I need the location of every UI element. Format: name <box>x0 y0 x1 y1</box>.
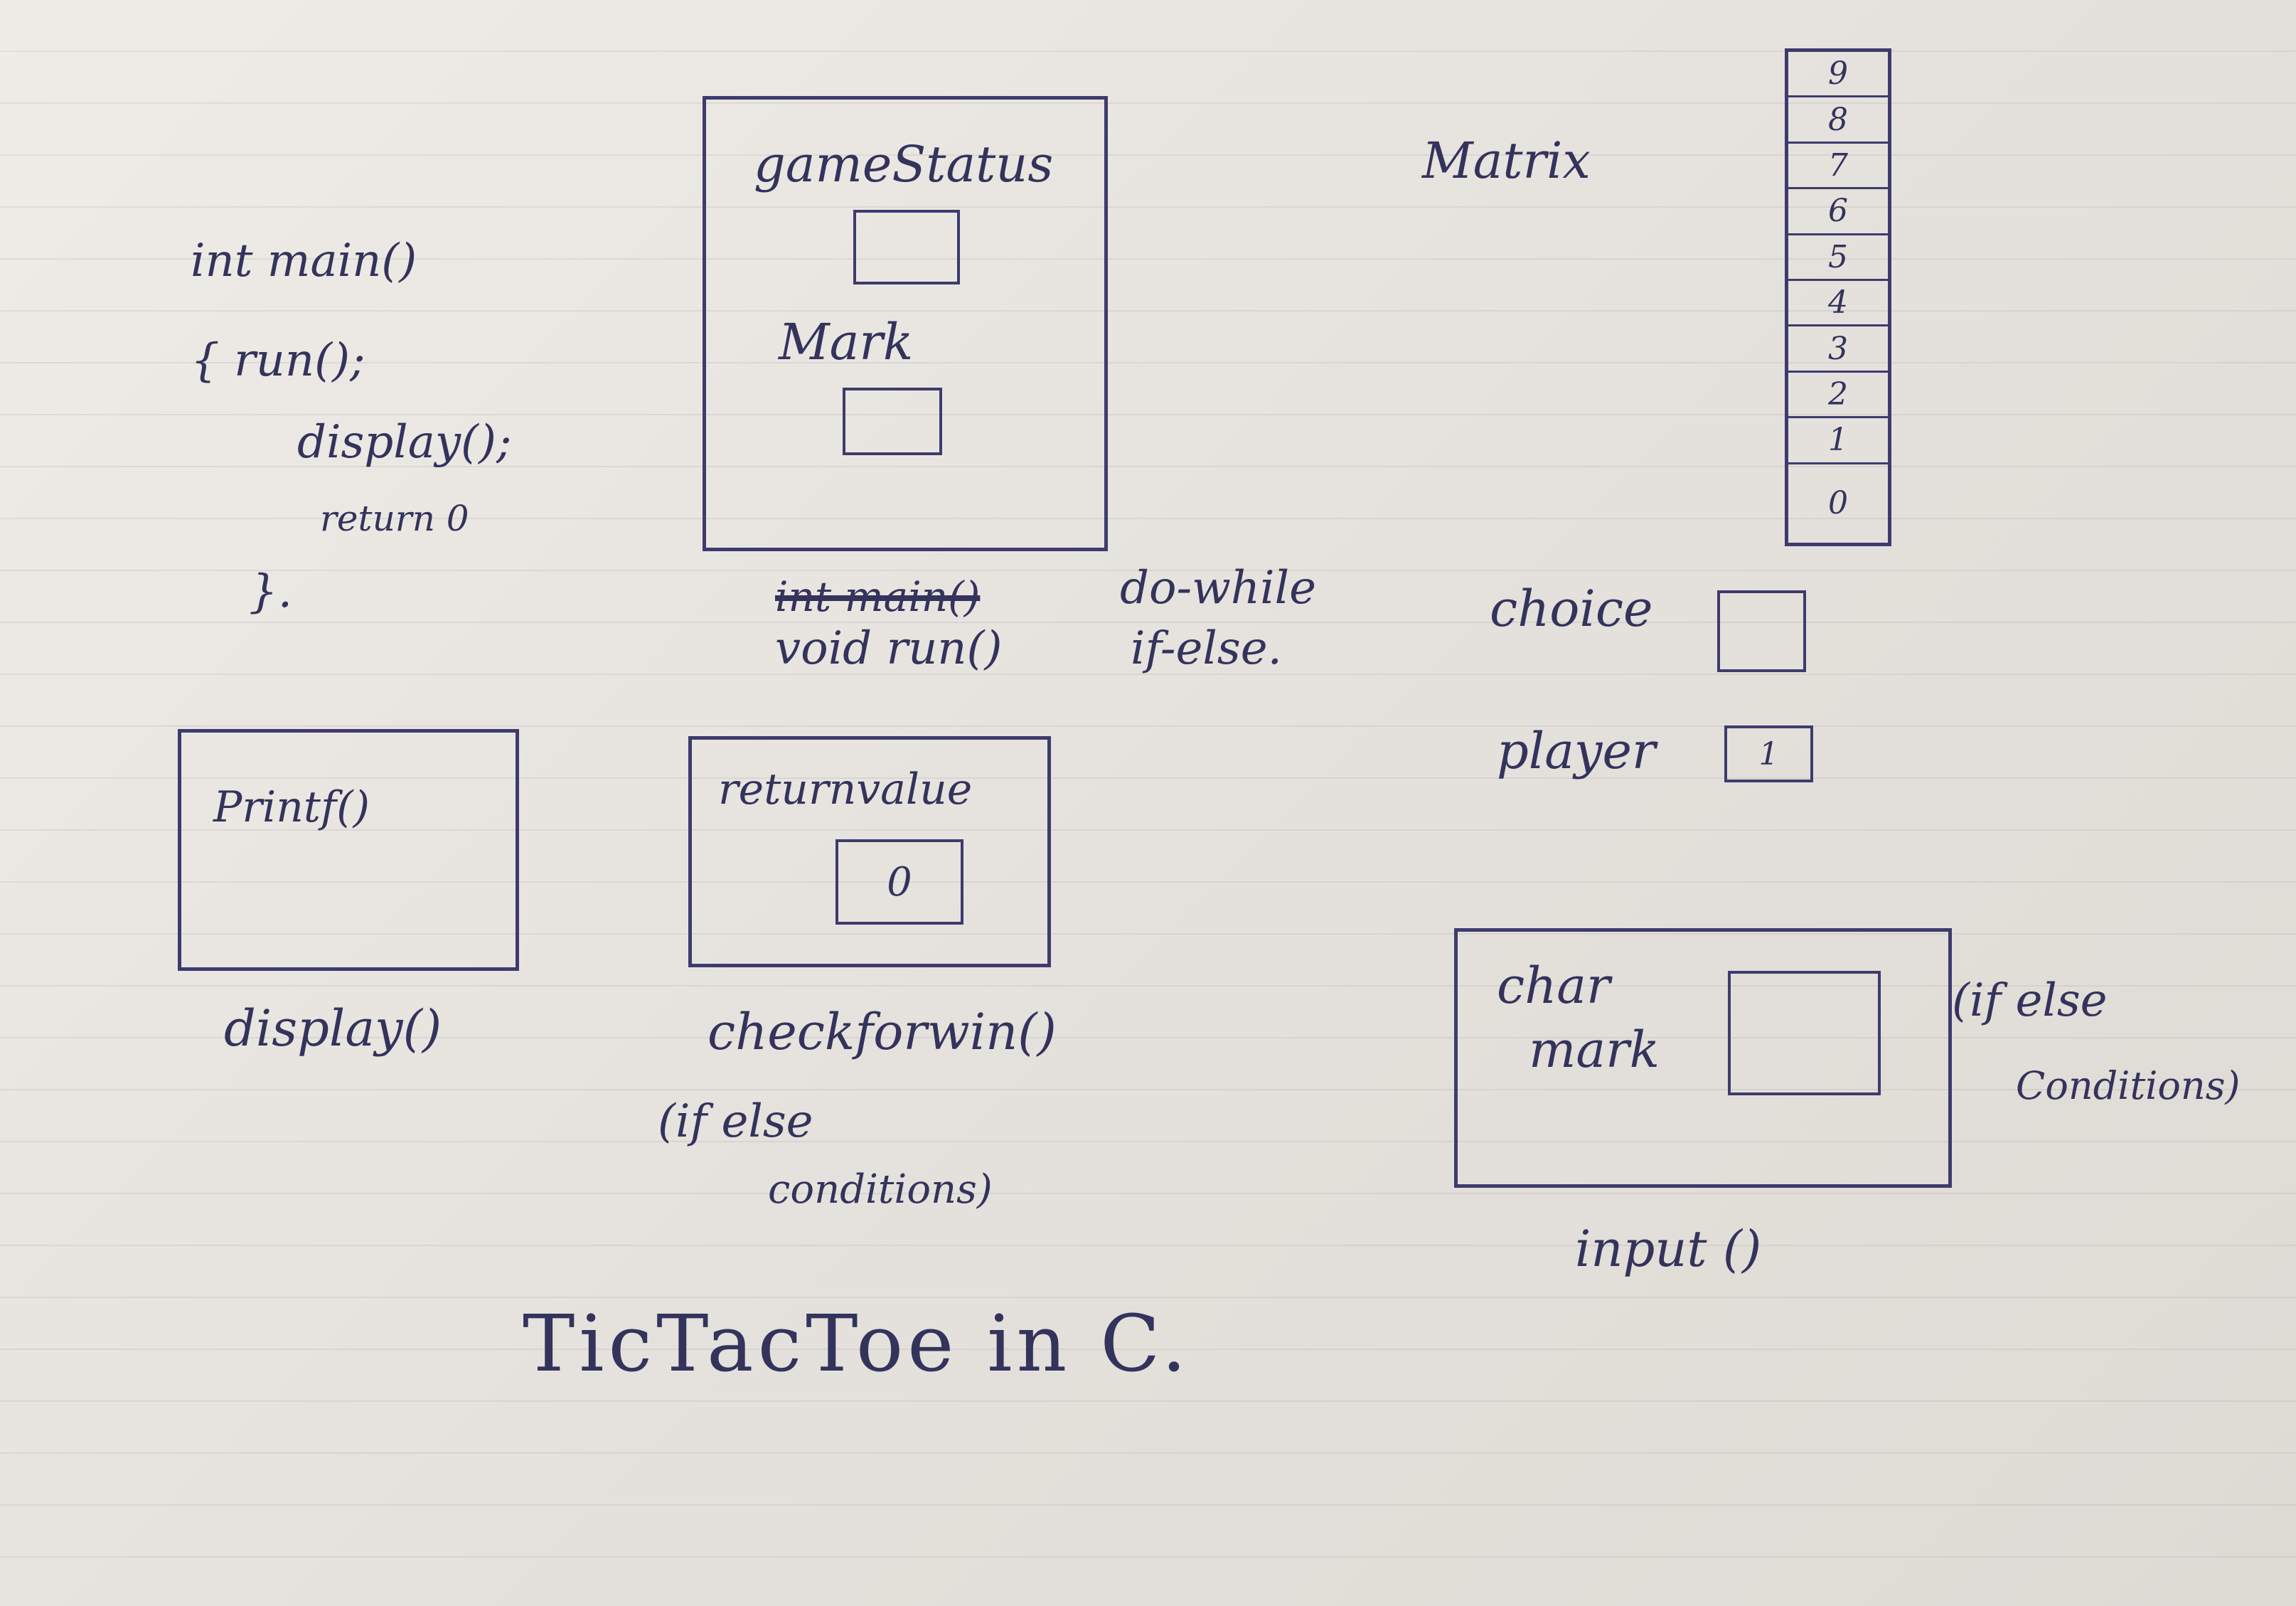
printf-label: Printf() <box>213 782 370 832</box>
checkforwin-box <box>688 736 1051 967</box>
matrix-cell-2: 2 <box>1788 370 1888 416</box>
input-note-line-2: Conditions) <box>2016 1063 2241 1108</box>
player-cell: 1 <box>1724 725 1813 782</box>
matrix-label: Matrix <box>1422 132 1591 190</box>
if-else-label: if-else. <box>1131 622 1282 675</box>
choice-cell <box>1717 590 1806 672</box>
char-label: char <box>1497 957 1611 1015</box>
main-code-line-4: return 0 <box>320 498 469 539</box>
main-code-line-5: }. <box>249 565 293 618</box>
checkforwin-caption: checkforwin() <box>708 1003 1057 1061</box>
matrix-cell-4: 4 <box>1788 278 1888 324</box>
matrix-cell-6: 6 <box>1788 187 1888 233</box>
matrix-cell-1: 1 <box>1788 416 1888 462</box>
display-box <box>178 729 519 971</box>
struck-int-main: int main() <box>775 573 981 621</box>
return-value-cell: 0 <box>835 839 963 925</box>
matrix-cell-5: 5 <box>1788 233 1888 279</box>
mark-input-cell <box>1728 971 1881 1095</box>
matrix-array: 0 1 2 3 4 5 6 7 8 9 <box>1785 48 1891 546</box>
main-code-line-2: { run(); <box>191 334 365 387</box>
return-value-label: returnvalue <box>718 765 973 814</box>
input-caption: input () <box>1575 1220 1762 1278</box>
do-while-label: do-while <box>1120 562 1316 615</box>
choice-label: choice <box>1490 580 1653 638</box>
matrix-cell-0: 0 <box>1788 462 1888 543</box>
display-caption: display() <box>224 999 442 1058</box>
game-status-title: gameStatus <box>754 135 1054 193</box>
mark-label: Mark <box>779 313 914 371</box>
mark-value-cell <box>843 388 942 455</box>
checkforwin-note-line-2: conditions) <box>768 1166 993 1213</box>
input-box <box>1454 928 1952 1188</box>
checkforwin-note-line-1: (if else <box>658 1095 813 1148</box>
matrix-cell-3: 3 <box>1788 324 1888 370</box>
game-status-box <box>703 96 1108 551</box>
void-run-label: void run() <box>775 622 1003 675</box>
main-code-line-3: display(); <box>297 416 512 469</box>
mark-input-label: mark <box>1529 1021 1660 1079</box>
main-code-line-1: int main() <box>191 235 417 287</box>
matrix-cell-9: 9 <box>1828 55 1848 92</box>
diagram-title: TicTacToe in C. <box>523 1298 1191 1389</box>
game-status-value-cell <box>853 210 960 284</box>
input-note-line-1: (if else <box>1952 974 2108 1027</box>
matrix-cell-8: 8 <box>1788 95 1888 141</box>
matrix-cell-7: 7 <box>1788 141 1888 187</box>
player-label: player <box>1497 722 1656 780</box>
